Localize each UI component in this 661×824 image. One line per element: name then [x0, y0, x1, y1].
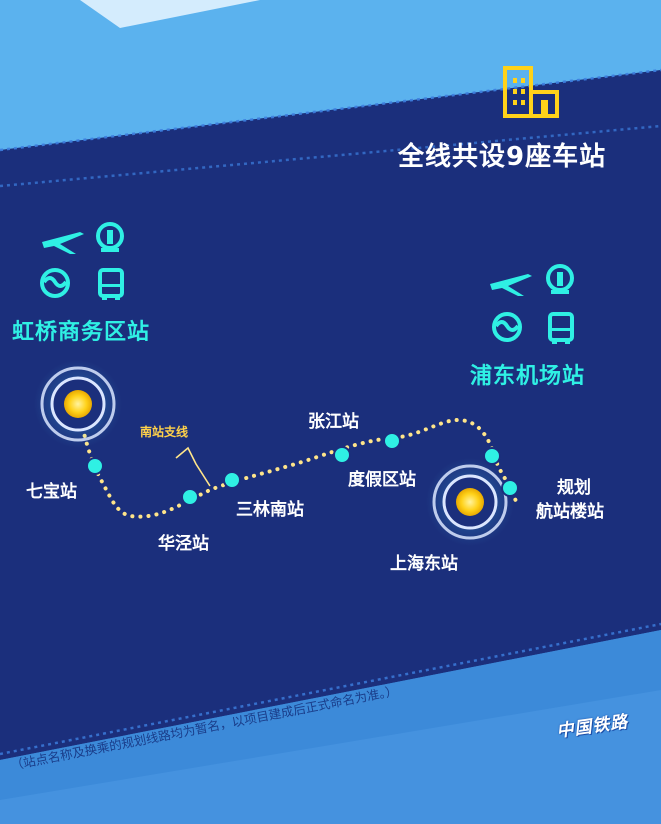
metro-icon — [40, 268, 70, 298]
metro-icon — [492, 312, 522, 342]
shanghai-east-hub-marker — [426, 458, 514, 546]
station-dot-huajing — [181, 488, 199, 506]
building-icon — [503, 66, 559, 118]
station-label-sanlin-nan: 三林南站 — [236, 500, 304, 520]
bus-icon — [98, 268, 124, 300]
hongqiao-hub-marker — [34, 360, 122, 448]
railway-icon — [96, 222, 124, 252]
station-label-zhangjiang: 张江站 — [308, 412, 359, 432]
station-label-huajing: 华泾站 — [158, 534, 209, 554]
hongqiao-station-name: 虹桥商务区站 — [12, 320, 151, 345]
airplane-icon — [490, 274, 532, 296]
station-label-planned-line2: 航站楼站 — [536, 502, 604, 522]
station-label-dujiaqu: 度假区站 — [348, 470, 416, 490]
branch-line — [175, 446, 211, 487]
station-dot-near-airport — [483, 447, 501, 465]
station-dot-planned-terminal — [501, 479, 519, 497]
station-dot-zhangjiang — [383, 432, 401, 450]
station-dot-qibao — [86, 457, 104, 475]
station-dot-dujiaqu — [333, 446, 351, 464]
hongqiao-transfer-icons — [40, 222, 124, 300]
station-dot-sanlin-nan — [223, 471, 241, 489]
railway-icon — [546, 264, 574, 294]
route-line — [76, 402, 518, 519]
main-panel — [0, 70, 661, 760]
bus-icon — [548, 312, 574, 344]
pudong-transfer-icons — [490, 264, 574, 344]
top-band — [0, 0, 661, 150]
airplane-icon — [42, 232, 84, 254]
station-label-planned-line1: 规划 — [557, 478, 591, 498]
station-label-shanghai-dong: 上海东站 — [390, 554, 458, 574]
pudong-station-name: 浦东机场站 — [470, 364, 586, 389]
branch-label: 南站支线 — [140, 425, 189, 439]
station-label-qibao: 七宝站 — [26, 482, 77, 502]
page-title: 全线共设9座车站 — [398, 142, 607, 172]
